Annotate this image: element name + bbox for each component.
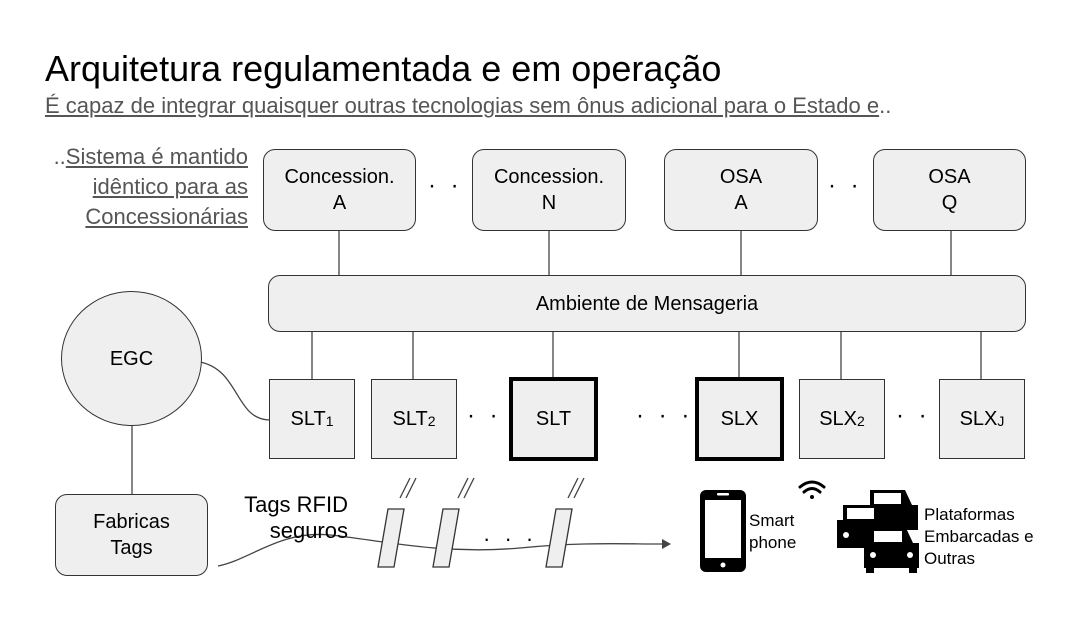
platforms-label-line: Outras — [924, 549, 976, 568]
node-slt: SLT — [509, 377, 598, 461]
read-wave — [405, 477, 417, 499]
read-wave — [567, 477, 579, 499]
node-concession-a: Concession. A — [263, 149, 416, 231]
node-label: SLX — [819, 408, 857, 430]
tags-flow-arrow — [217, 533, 663, 567]
rfid-tag-icon — [432, 508, 460, 568]
tags-label-line: seguros — [269, 518, 348, 543]
smartphone-icon — [700, 490, 746, 572]
node-osa-a: OSA A — [664, 149, 818, 231]
ellipsis: · · · — [483, 526, 538, 551]
node-line: Fabricas — [93, 511, 170, 533]
node-label: SLX — [720, 408, 759, 430]
read-wave — [457, 477, 469, 499]
node-slx: SLX — [695, 377, 784, 461]
connector-egc-slt1 — [199, 361, 271, 421]
node-line: Q — [941, 192, 958, 214]
node-line: Concession. — [493, 166, 605, 188]
ellipsis: · · · — [828, 172, 886, 199]
arrowhead — [662, 539, 671, 549]
messaging-bus: Ambiente de Mensageria — [268, 275, 1026, 332]
platforms-label-line: Plataformas — [924, 505, 1015, 524]
smartphone-label-line: Smart — [749, 511, 795, 530]
node-line: N — [541, 192, 557, 214]
side-note-line3: Concessionárias — [85, 204, 248, 229]
node-line: OSA — [928, 166, 971, 188]
read-wave — [399, 477, 411, 499]
egc-node: EGC — [61, 291, 202, 426]
tags-label-line: Tags RFID — [244, 492, 348, 517]
read-wave — [573, 477, 585, 499]
platforms-label-line: Embarcadas e — [924, 527, 1034, 546]
side-note-line2: idêntico para as — [92, 174, 248, 199]
node-label: SLT — [392, 408, 428, 430]
subtitle: É capaz de integrar quaisquer outras tec… — [45, 92, 891, 120]
ellipsis: · · · — [636, 402, 694, 429]
node-line: Tags — [110, 537, 153, 559]
node-label: SLT — [535, 408, 572, 430]
side-note-line1: Sistema é mantido — [65, 144, 248, 169]
smartphone-label-line: phone — [749, 533, 797, 552]
node-line: Concession. — [284, 166, 395, 188]
rfid-tag-icon — [377, 508, 405, 568]
page-title: Arquitetura regulamentada e em operação — [45, 48, 722, 89]
node-line: OSA — [719, 166, 763, 188]
side-note: ..Sistema é mantido idêntico para as Con… — [18, 142, 248, 232]
rfid-tag-icon — [545, 508, 573, 568]
smartphone-label: Smart phone — [749, 510, 796, 554]
subtitle-main: É capaz de integrar quaisquer outras tec… — [45, 93, 880, 118]
cars-icon — [837, 490, 919, 573]
node-line: A — [734, 192, 748, 214]
node-label: SLT — [290, 408, 326, 430]
platforms-label: Plataformas Embarcadas e Outras — [924, 504, 1034, 570]
node-subscript: 2 — [857, 413, 865, 429]
node-subscript: J — [997, 413, 1005, 429]
tags-label: Tags RFID seguros — [235, 492, 348, 544]
read-wave — [463, 477, 475, 499]
node-subscript: 1 — [325, 413, 334, 429]
wifi-icon — [798, 480, 826, 499]
node-label: SLX — [959, 408, 998, 430]
node-subscript: 2 — [427, 413, 436, 429]
subtitle-tail: .. — [879, 93, 892, 118]
side-note-prefix: .. — [53, 144, 66, 169]
node-concession-n: Concession. N — [472, 149, 626, 231]
node-osa-q: OSA Q — [873, 149, 1026, 231]
node-line: A — [332, 192, 347, 214]
